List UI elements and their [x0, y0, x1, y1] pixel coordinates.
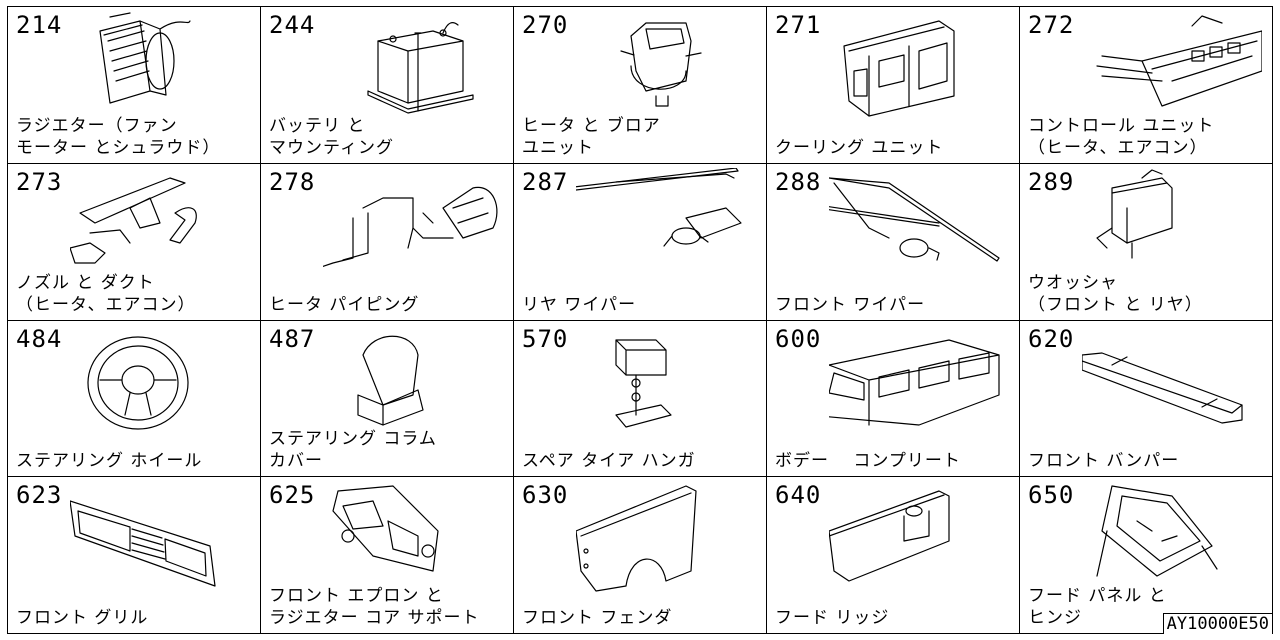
part-number: 620 [1028, 324, 1075, 353]
part-label: フード パネル と ヒンジ [1028, 586, 1167, 628]
part-label: ステアリング コラム カバー [269, 429, 437, 472]
part-number: 650 [1028, 481, 1075, 510]
part-number: 270 [522, 11, 569, 39]
part-number: 287 [522, 167, 569, 196]
catalog-cell-270[interactable]: 270 ヒータ と ブロア ユニット [514, 7, 767, 164]
part-label: ステアリング ホイール [16, 451, 203, 472]
part-number: 288 [775, 167, 822, 196]
battery-illustration [323, 11, 503, 123]
catalog-cell-287[interactable]: 287 リヤ ワイパー [514, 163, 767, 321]
part-label: フロント グリル [16, 608, 149, 628]
part-number: 625 [269, 481, 316, 510]
catalog-cell-244[interactable]: 244 バッテリ と マウンティング [261, 7, 514, 164]
part-label: ヒータ パイピング [269, 294, 420, 315]
front-apron-illustration [323, 481, 503, 593]
part-label: フロント エプロン と ラジエター コア サポート [269, 586, 480, 628]
part-number: 214 [16, 11, 63, 39]
part-number: 273 [16, 167, 63, 196]
heater-blower-illustration [576, 11, 756, 123]
control-unit-illustration [1082, 11, 1263, 123]
part-number: 289 [1028, 167, 1075, 196]
catalog-cell-484[interactable]: 484 ステアリング ホイール [8, 320, 261, 478]
catalog-cell-625[interactable]: 625 フロント エプロン と ラジエター コア サポート [261, 477, 514, 634]
radiator-illustration [70, 11, 250, 123]
catalog-cell-650[interactable]: 650 フード パネル と ヒンジ [1020, 477, 1273, 634]
part-label: ボデー コンプリート [775, 451, 961, 472]
rear-wiper-illustration [530, 167, 756, 280]
part-number: 271 [775, 11, 822, 39]
catalog-cell-272[interactable]: 272 コントロール ユニット （ヒータ、エアコン） [1020, 7, 1273, 164]
part-label: ノズル と ダクト （ヒータ、エアコン） [16, 272, 196, 315]
part-label: ラジエター（ファン モーター とシュラウド） [16, 115, 221, 158]
part-number: 272 [1028, 11, 1075, 39]
hood-ledge-illustration [828, 481, 1009, 593]
front-wiper-illustration [803, 168, 1009, 280]
part-label: フロント バンパー [1028, 451, 1180, 472]
catalog-cell-630[interactable]: 630 フロント フェンダ [514, 477, 767, 634]
washer-illustration [1082, 168, 1262, 280]
parts-catalog-grid: 214 ラジエター（ファン モーター とシュラウド） 244 バッテリ と マウ… [7, 6, 1273, 634]
nozzle-duct-illustration [69, 168, 250, 280]
part-number: 484 [16, 324, 63, 353]
part-number: 623 [16, 481, 63, 510]
catalog-code: AY10000E50 [1162, 613, 1273, 634]
front-grille-illustration [69, 481, 250, 593]
steering-wheel-illustration [70, 325, 250, 437]
cooling-unit-illustration [829, 11, 1009, 123]
part-number: 630 [522, 481, 569, 510]
part-number: 570 [522, 324, 569, 353]
catalog-cell-640[interactable]: 640 フード リッジ [767, 477, 1020, 634]
catalog-cell-271[interactable]: 271 クーリング ユニット [767, 7, 1020, 164]
hood-panel-hinge-illustration [1082, 481, 1262, 593]
catalog-cell-278[interactable]: 278 ヒータ パイピング [261, 163, 514, 321]
part-number: 640 [775, 481, 822, 510]
body-complete-illustration [808, 325, 1009, 437]
column-cover-illustration [323, 325, 503, 437]
catalog-cell-623[interactable]: 623 フロント グリル [8, 477, 261, 634]
part-number: 600 [775, 324, 822, 353]
spare-tire-hanger-illustration [576, 325, 756, 437]
part-label: ウオッシャ （フロント と リヤ） [1028, 272, 1203, 315]
catalog-cell-288[interactable]: 288 フロント ワイパー [767, 163, 1020, 321]
catalog-cell-214[interactable]: 214 ラジエター（ファン モーター とシュラウド） [8, 7, 261, 164]
part-label: クーリング ユニット [775, 137, 944, 158]
catalog-cell-620[interactable]: 620 フロント バンパー [1020, 320, 1273, 478]
catalog-cell-570[interactable]: 570 スペア タイア ハンガ [514, 320, 767, 478]
catalog-cell-487[interactable]: 487 ステアリング コラム カバー [261, 320, 514, 478]
part-label: ヒータ と ブロア ユニット [522, 115, 661, 158]
part-number: 487 [269, 324, 316, 353]
part-label: コントロール ユニット （ヒータ、エアコン） [1028, 115, 1215, 158]
part-label: フード リッジ [775, 608, 890, 628]
part-label: リヤ ワイパー [522, 294, 637, 315]
front-fender-illustration [575, 481, 756, 593]
catalog-cell-273[interactable]: 273 ノズル と ダクト （ヒータ、エアコン） [8, 163, 261, 321]
part-number: 278 [269, 167, 316, 196]
part-label: スペア タイア ハンガ [522, 451, 696, 472]
catalog-cell-600[interactable]: 600 ボデー コンプリート [767, 320, 1020, 478]
heater-piping-illustration [317, 168, 503, 280]
part-label: バッテリ と マウンティング [269, 115, 394, 158]
part-label: フロント フェンダ [522, 608, 673, 628]
front-bumper-illustration [1081, 325, 1262, 437]
part-label: フロント ワイパー [775, 294, 926, 315]
part-number: 244 [269, 11, 316, 39]
catalog-cell-289[interactable]: 289 ウオッシャ （フロント と リヤ） [1020, 163, 1273, 321]
